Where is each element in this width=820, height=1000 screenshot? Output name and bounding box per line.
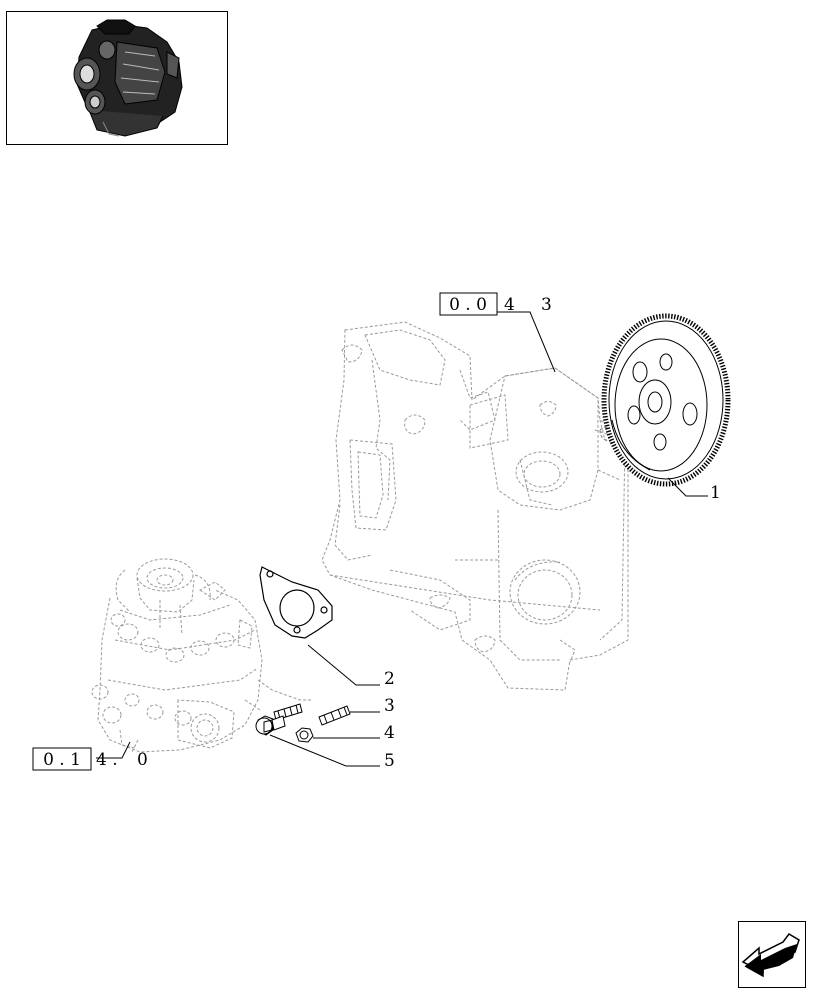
reference-upper-suffix: 4 [504,295,515,315]
reference-lower-suffix: 4 . [96,750,118,770]
callout-1: 1 [710,483,721,503]
flanged-bolt[interactable] [255,715,286,736]
leader-lines [96,311,708,767]
reference-lower-tail: 0 [137,750,148,770]
callout-5: 5 [384,751,395,771]
pump-gasket[interactable] [259,566,333,639]
back-navigation-button[interactable] [738,921,806,988]
reference-upper-boxed: 0 . 0 [449,295,487,315]
timing-case-housing [321,321,629,691]
callout-2: 2 [384,669,395,689]
reference-upper-tail: 3 [541,295,552,315]
back-arrow-icon [741,933,800,978]
callout-3: 3 [384,696,395,716]
callout-numbers: 1 2 3 4 5 [384,483,721,771]
injection-pump [91,558,312,753]
reference-lower-boxed: 0 . 1 [43,750,81,770]
callout-4: 4 [384,723,395,743]
stud-bolts[interactable] [273,703,351,726]
reference-lower[interactable]: 0 . 1 4 . 0 [32,747,148,771]
hex-nut[interactable] [295,727,314,743]
reference-upper[interactable]: 0 . 0 4 3 [439,292,552,316]
pump-drive-gear[interactable] [601,313,731,487]
engine-thumbnail-icon [73,19,183,137]
engine-thumbnail[interactable] [6,11,228,145]
